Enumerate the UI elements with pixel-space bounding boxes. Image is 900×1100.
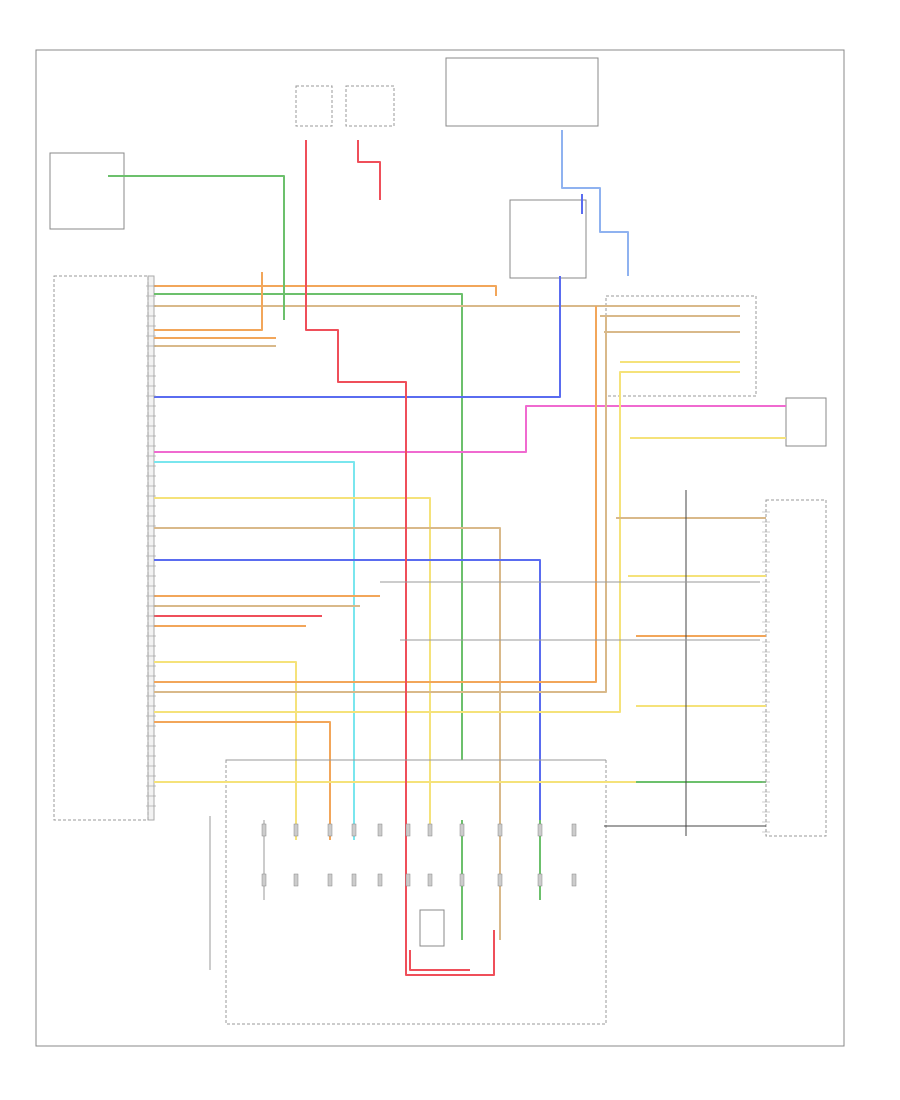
automatic-transmission-block <box>225 759 607 1025</box>
wire-pink-7 <box>154 405 786 453</box>
inline-connector <box>427 873 433 887</box>
wire-cyan-8 <box>154 461 355 840</box>
wire-tan-18 <box>154 316 607 693</box>
inline-connector <box>327 823 333 837</box>
relay-center <box>509 199 587 279</box>
instrument-cluster <box>49 152 125 230</box>
inline-connector <box>571 823 577 837</box>
wire-blue-11 <box>154 559 541 830</box>
inline-connector <box>459 873 465 887</box>
pcm-connector-strip <box>147 275 155 821</box>
inline-connector <box>327 873 333 887</box>
inline-connector <box>351 823 357 837</box>
inline-connector <box>377 873 383 887</box>
powertrain-control-module <box>53 275 149 821</box>
inline-connector <box>497 873 503 887</box>
transmission-range-switch <box>765 499 827 837</box>
cruise-control-connector <box>605 295 757 397</box>
inline-connector <box>293 823 299 837</box>
pin-ticks-layer <box>146 285 770 887</box>
inline-connector <box>571 873 577 887</box>
inline-connector <box>405 823 411 837</box>
wire-red-23 <box>357 140 381 200</box>
inline-connector <box>351 873 357 887</box>
wire-green-1 <box>154 293 463 760</box>
stoplamp-switch <box>785 397 827 447</box>
inline-connector <box>427 823 433 837</box>
inline-connector <box>537 823 543 837</box>
inline-connector <box>459 823 465 837</box>
wire-tan-10 <box>154 527 501 830</box>
wire-blue-6 <box>154 276 561 398</box>
wire-orange-3 <box>154 272 263 331</box>
wire-yellow-9 <box>154 497 431 830</box>
inline-connector <box>405 873 411 887</box>
inline-connector <box>377 823 383 837</box>
wire-light_blue-25 <box>561 130 629 276</box>
wire-orange-20 <box>154 721 331 840</box>
wire-red-22 <box>305 140 495 976</box>
inline-connector <box>537 873 543 887</box>
inline-connector <box>261 873 267 887</box>
wire-green-24 <box>108 175 285 320</box>
wire-orange-17 <box>154 306 597 683</box>
diagram-frame <box>35 49 845 1047</box>
inline-connector <box>293 873 299 887</box>
inline-connector <box>497 823 503 837</box>
wire-orange-0 <box>154 285 497 296</box>
body-control-module <box>445 57 599 127</box>
inline-connector <box>261 823 267 837</box>
wire-yellow-19 <box>154 371 740 713</box>
fuse-block-right <box>345 85 395 127</box>
wire-red-44 <box>409 950 470 971</box>
wire-yellow-16 <box>154 661 297 840</box>
top-connectors <box>49 57 827 1025</box>
fuse-block-left <box>295 85 333 127</box>
wires-layer <box>108 130 786 976</box>
shift-solenoid-block <box>419 909 445 947</box>
